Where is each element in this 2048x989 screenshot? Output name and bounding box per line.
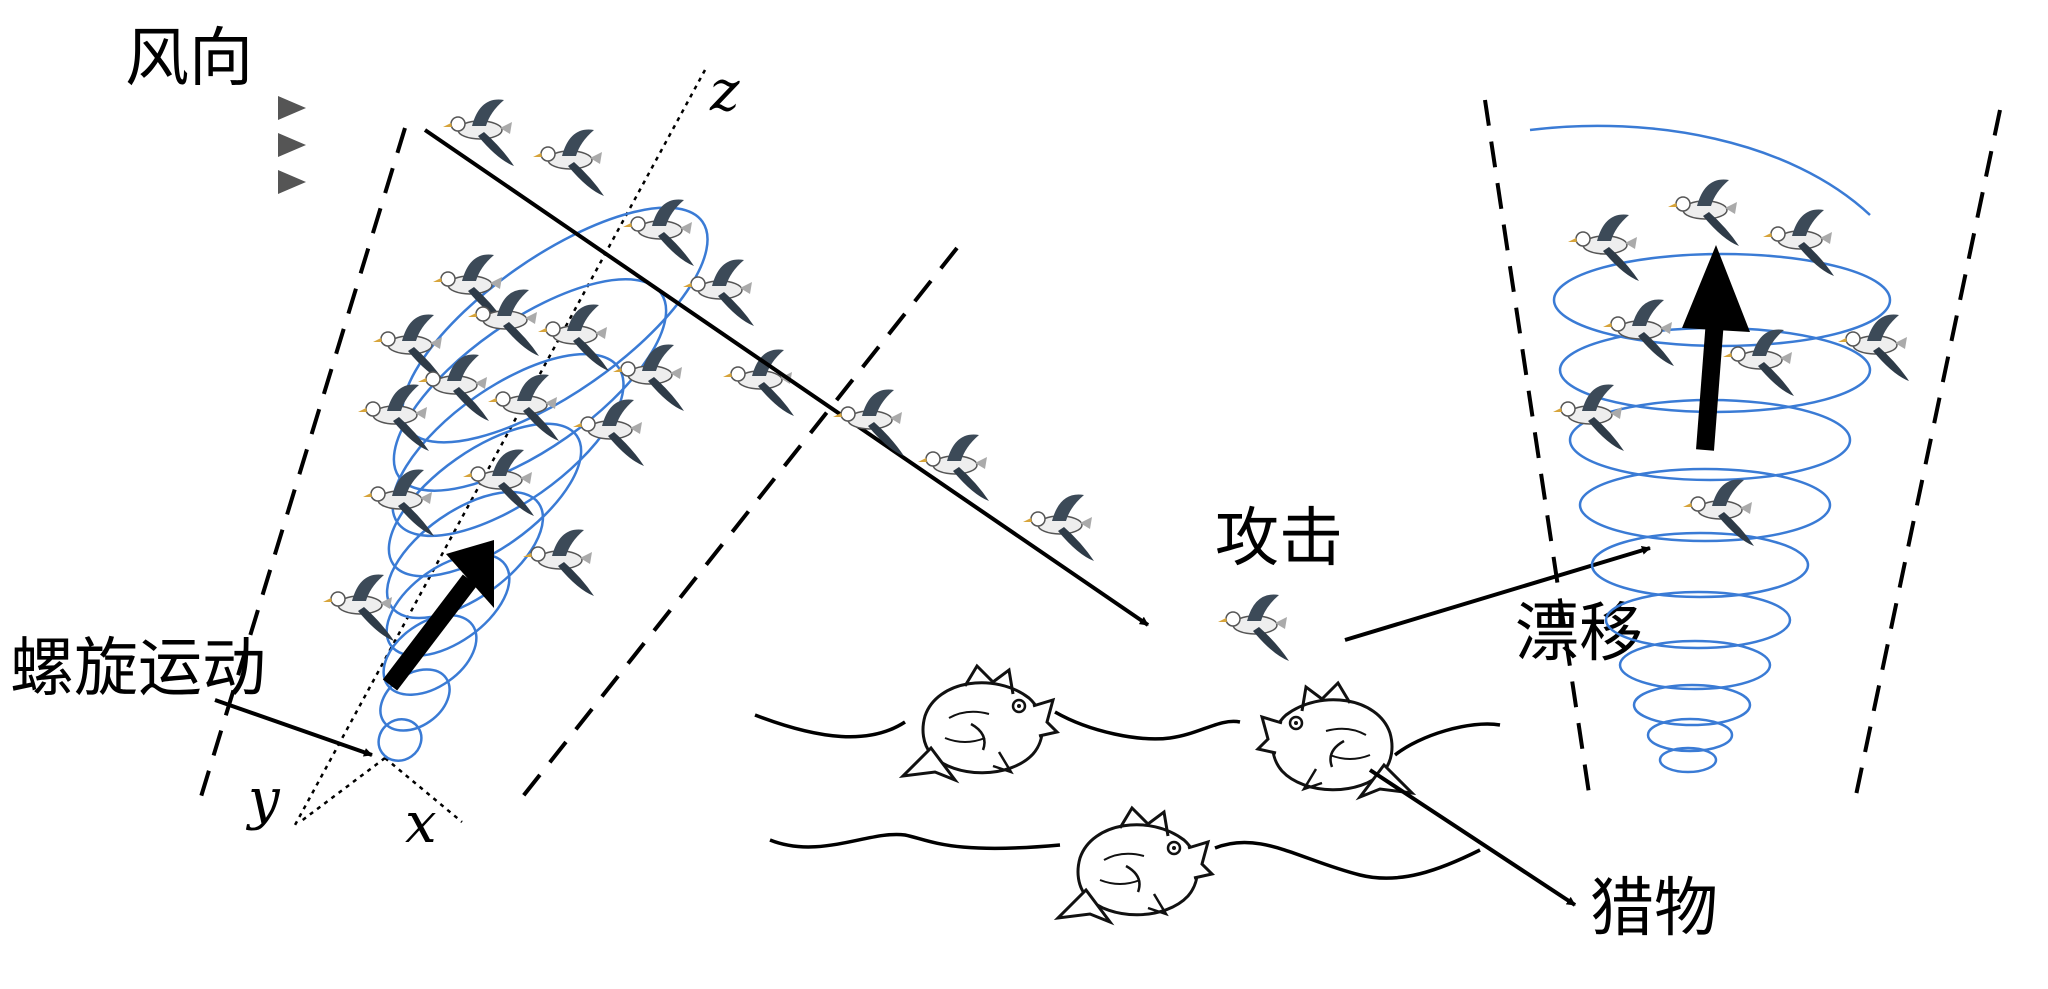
seagull-icon bbox=[1217, 593, 1290, 662]
fish-icon bbox=[901, 664, 1059, 782]
ascent-arrow-shaft bbox=[382, 574, 478, 691]
drift-label: 漂移 bbox=[1515, 597, 1643, 671]
seagull-icon bbox=[1722, 328, 1795, 397]
wave-line bbox=[1214, 840, 1481, 880]
axis-y-label: y bbox=[245, 767, 281, 832]
wave-line bbox=[1054, 710, 1241, 741]
axis-x-label: x bbox=[405, 791, 437, 856]
boundary-dashed-line bbox=[518, 246, 959, 802]
wind-direction-group: 风向 bbox=[125, 22, 306, 194]
seagull-icon bbox=[1682, 478, 1755, 547]
wave-line bbox=[1393, 722, 1501, 757]
seagull-icon bbox=[322, 573, 395, 642]
seagull-icon bbox=[432, 253, 505, 322]
dive-path-arrow bbox=[423, 128, 1150, 627]
fish-icon bbox=[1256, 681, 1414, 799]
seagull-icon bbox=[532, 128, 605, 197]
boundary-dashed-line bbox=[198, 127, 407, 801]
spiral-motion-pointer-arrow bbox=[214, 698, 373, 757]
wind-direction-label: 风向 bbox=[125, 22, 253, 96]
seagull-icon bbox=[357, 383, 430, 452]
seagull-icon bbox=[462, 448, 535, 517]
wave-line bbox=[754, 713, 906, 739]
x-axis-line bbox=[384, 757, 463, 823]
wave-line bbox=[769, 832, 1061, 851]
seagull-icon bbox=[1667, 178, 1740, 247]
seagull-icon bbox=[372, 313, 445, 382]
seagull-icon bbox=[1022, 493, 1095, 562]
boundary-dashed-line bbox=[1853, 109, 2002, 801]
spiral-motion-label: 螺旋运动 bbox=[10, 632, 266, 706]
seagull-icon bbox=[832, 388, 905, 457]
axis-z-label: z bbox=[709, 59, 740, 124]
seagull-icon bbox=[442, 98, 515, 167]
ascent-arrow-head-icon bbox=[446, 540, 494, 608]
attack-label: 攻击 bbox=[1215, 502, 1343, 576]
wind-arrows-icon bbox=[160, 96, 306, 194]
spiral-region-right bbox=[1483, 99, 2002, 801]
seagull-flock-left bbox=[322, 98, 795, 642]
prey-fish-group bbox=[901, 664, 1414, 924]
boundary-dashed-line bbox=[1483, 99, 1592, 801]
seagull-icon bbox=[522, 528, 595, 597]
water-waves bbox=[754, 710, 1501, 880]
prey-pointer-arrow bbox=[1368, 768, 1577, 907]
seagull-icon bbox=[1567, 213, 1640, 282]
prey-label: 猎物 bbox=[1590, 872, 1718, 946]
seagull-icon bbox=[1762, 208, 1835, 277]
ascent-arrow-shaft bbox=[1696, 319, 1724, 451]
fish-icon bbox=[1056, 806, 1214, 924]
seagull-dive-line bbox=[832, 388, 1095, 562]
drift-arrow bbox=[1344, 546, 1651, 642]
ascent-arrow-head-icon bbox=[1682, 245, 1750, 332]
seagull-icon bbox=[1602, 298, 1675, 367]
seagull-flock-right bbox=[1552, 178, 1910, 547]
